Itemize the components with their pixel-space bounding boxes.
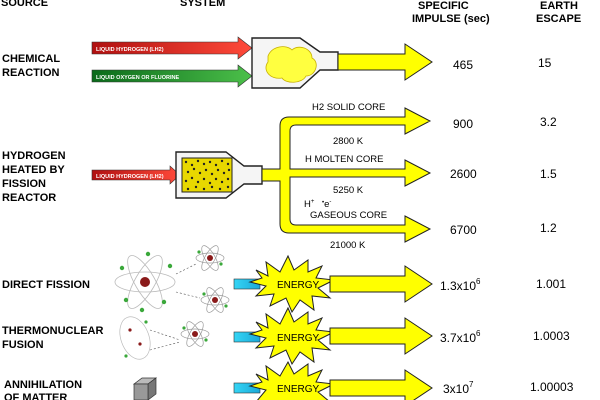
fission-impulse: 1.3x106 — [440, 277, 481, 293]
svg-text:H+: H+ — [304, 199, 315, 210]
branch-2-escape: 1.5 — [540, 167, 557, 181]
branch-1-name: H2 SOLID CORE — [312, 102, 385, 113]
header-escape: ESCAPE — [536, 13, 581, 25]
fission-escape: 1.001 — [536, 277, 566, 291]
hydrogen-label-1: HYDROGEN — [2, 150, 66, 162]
annihilation-system: ENERGY — [132, 360, 433, 400]
header-specific: SPECIFIC — [418, 0, 469, 12]
header-impulse: IMPULSE (sec) — [412, 13, 490, 25]
fission-exhaust-arrow — [329, 265, 433, 303]
hydrogen-reactor-pipe — [91, 165, 181, 185]
thermo-label-2: FUSION — [2, 339, 44, 351]
thermo-exhaust-arrow — [329, 317, 433, 355]
chemical-label-2: REACTION — [2, 67, 60, 79]
flame-icon — [265, 46, 317, 83]
large-atom-icon — [114, 251, 176, 313]
header-earth: EARTH — [540, 0, 578, 12]
hydrogen-label-3: FISSION — [2, 178, 46, 190]
annihilation-energy-label: ENERGY — [277, 384, 320, 395]
annihilation-escape: 1.00003 — [530, 380, 574, 394]
chemical-escape: 15 — [538, 56, 552, 70]
chemical-pipe-bottom-label: LIQUID OXYGEN OR FLUORINE — [96, 75, 179, 81]
chemical-pipe-top-label: LIQUID HYDROGEN (LH2) — [96, 47, 164, 53]
hydrogen-system: LIQUID HYDROGEN (LH2) — [91, 107, 432, 243]
svg-text:•e-: •e- — [322, 199, 331, 210]
matter-cube-icon — [132, 377, 158, 400]
oxygen-pipe-arrow — [91, 64, 253, 88]
hydrogen-exhaust-branches — [261, 107, 432, 243]
chemical-system: LIQUID HYDROGEN (LH2) LIQUID OXYGEN OR F… — [91, 36, 433, 89]
annihilation-label-1: ANNIHILATION — [4, 379, 82, 391]
fission-system: ENERGY — [114, 245, 433, 314]
thermo-escape: 1.0003 — [533, 329, 570, 343]
thermo-energy-label: ENERGY — [277, 333, 320, 344]
annihilation-exhaust-arrow — [329, 369, 433, 400]
hydrogen-pipe-label: LIQUID HYDROGEN (LH2) — [96, 174, 164, 180]
branch-3-temp: 21000 K — [330, 240, 366, 251]
hydrogen-pipe-arrow — [91, 36, 253, 60]
small-atom-icon — [200, 287, 230, 313]
branch-1-impulse: 900 — [453, 117, 473, 131]
fission-energy-label: ENERGY — [277, 280, 320, 291]
ion-labels: H+ •e- — [304, 199, 331, 210]
branch-3-name: GASEOUS CORE — [310, 210, 387, 221]
small-atom-icon — [195, 245, 225, 271]
chemical-exhaust-arrow — [337, 43, 433, 81]
branch-1-temp: 2800 K — [333, 136, 364, 147]
header-source: SOURCE — [1, 0, 48, 9]
branch-1-escape: 3.2 — [540, 115, 557, 129]
annihilation-energy-burst — [248, 360, 336, 400]
thermo-label-1: THERMONUCLEAR — [2, 325, 103, 337]
annihilation-impulse: 3x107 — [443, 380, 474, 396]
hydrogen-label-2: HEATED BY — [2, 164, 65, 176]
reactor-core — [181, 157, 233, 193]
thermo-energy-burst — [248, 306, 336, 366]
fusion-particles-icon — [119, 316, 181, 360]
hydrogen-label-4: REACTOR — [2, 192, 56, 204]
branch-2-impulse: 2600 — [450, 167, 477, 181]
small-atom-icon — [180, 321, 210, 347]
fission-label: DIRECT FISSION — [2, 279, 90, 291]
chemical-label-1: CHEMICAL — [2, 53, 60, 65]
branch-2-temp: 5250 K — [333, 185, 364, 196]
branch-3-escape: 1.2 — [540, 221, 557, 235]
annihilation-label-2: OF MATTER — [4, 392, 67, 400]
reactor-core-pattern — [184, 159, 231, 191]
branch-3-impulse: 6700 — [450, 223, 477, 237]
header-system: SYSTEM — [180, 0, 225, 9]
thermo-impulse: 3.7x106 — [440, 329, 481, 345]
branch-2-name: H MOLTEN CORE — [305, 154, 383, 165]
fission-energy-burst — [248, 254, 336, 314]
chemical-impulse: 465 — [453, 58, 473, 72]
thermo-system: ENERGY — [119, 306, 433, 366]
